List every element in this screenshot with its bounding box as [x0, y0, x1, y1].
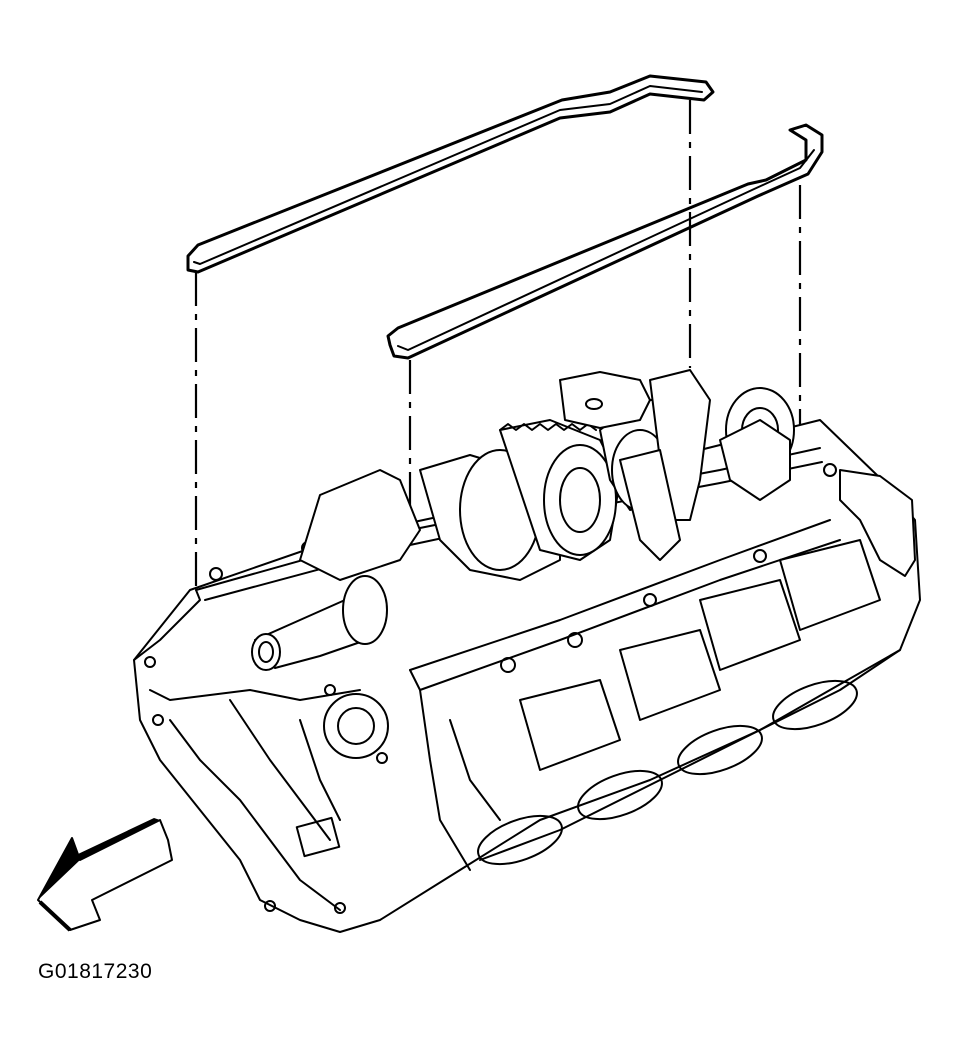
arrow-front-icon	[37, 818, 173, 932]
crankshaft-icon	[251, 369, 795, 671]
figure-code: G01817230	[38, 960, 153, 983]
gasket-right-icon	[386, 123, 824, 360]
gasket-left-icon	[186, 74, 715, 274]
